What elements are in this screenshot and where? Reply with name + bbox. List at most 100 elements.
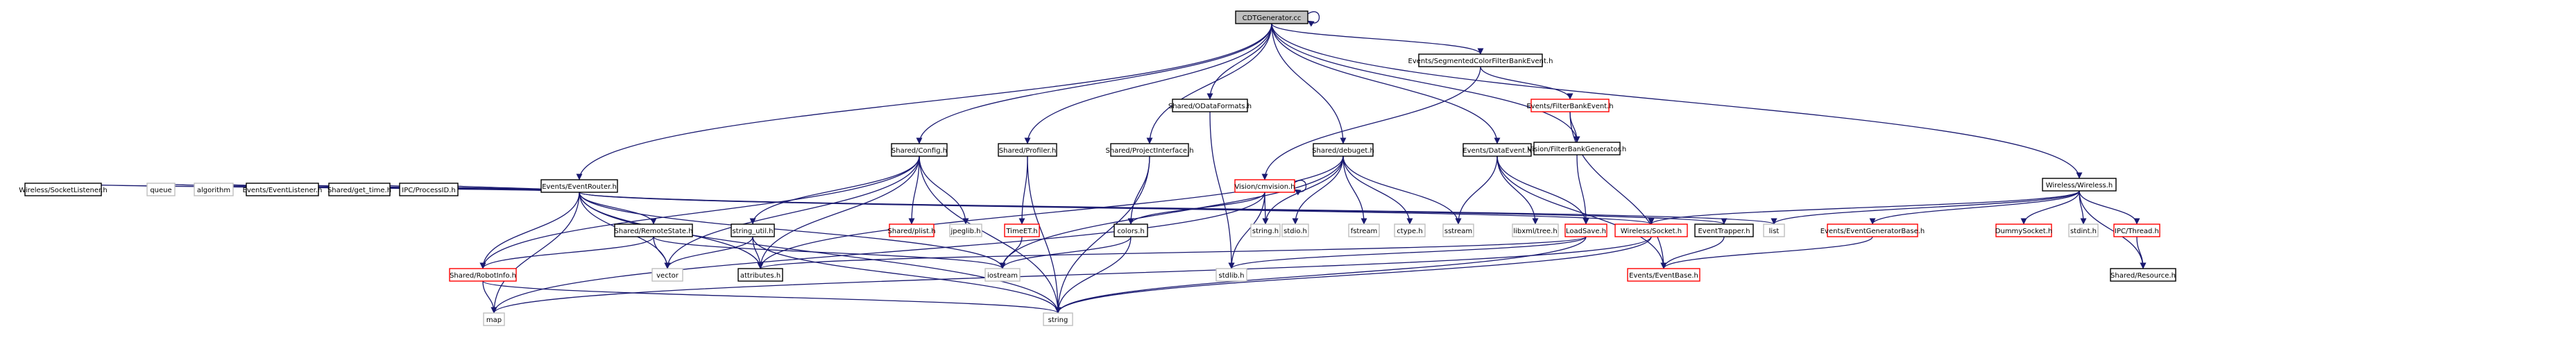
node-label: Shared/ODataFormats.h bbox=[1168, 103, 1252, 110]
node-box bbox=[2042, 178, 2117, 192]
node-label: ctype.h bbox=[1397, 228, 1422, 235]
edge-remotestate-to-robotinfo bbox=[479, 236, 654, 269]
node-profiler[interactable]: Shared/Profiler.h bbox=[998, 143, 1057, 157]
node-map[interactable]: map bbox=[483, 312, 505, 326]
node-vector[interactable]: vector bbox=[651, 268, 683, 282]
edge-evrouter-to-list bbox=[579, 192, 1777, 225]
node-colors[interactable]: colors.h bbox=[1114, 223, 1148, 237]
node-label: stdio.h bbox=[1283, 228, 1307, 235]
node-stringh[interactable]: string.h bbox=[1250, 223, 1281, 237]
node-label: Shared/plist.h bbox=[887, 228, 935, 235]
edge-remotestate-to-iostream bbox=[653, 236, 1006, 269]
node-label: Wireless/Wireless.h bbox=[2046, 182, 2113, 189]
edge-wsocket-to-map bbox=[491, 236, 1652, 314]
node-label: iostream bbox=[987, 272, 1018, 280]
node-box bbox=[1235, 10, 1308, 24]
node-label: queue bbox=[150, 187, 171, 194]
node-evlistener[interactable]: Events/EventListener.h bbox=[243, 183, 323, 196]
node-evtrapper[interactable]: EventTrapper.h bbox=[1694, 223, 1754, 237]
node-box bbox=[1043, 312, 1073, 326]
edge-robotinfo-to-map bbox=[482, 280, 497, 314]
node-label: Wireless/Socket.h bbox=[1621, 228, 1682, 235]
node-label: Vision/FilterBankGenerator.h bbox=[1528, 146, 1626, 153]
node-dataevent[interactable]: Events/DataEvent.h bbox=[1462, 143, 1532, 157]
node-algorithm[interactable]: algorithm bbox=[194, 183, 234, 196]
node-plist[interactable]: Shared/plist.h bbox=[887, 223, 936, 237]
node-box bbox=[1348, 223, 1380, 237]
node-odata[interactable]: Shared/ODataFormats.h bbox=[1168, 99, 1252, 112]
edge-wireless-to-ipcthread bbox=[2079, 190, 2140, 225]
node-debuget[interactable]: Shared/debuget.h bbox=[1312, 143, 1374, 157]
edge-segcfb-to-filterbankevent bbox=[1480, 66, 1573, 100]
node-layer: CDTGenerator.ccEvents/SegmentedColorFilt… bbox=[19, 10, 2176, 326]
node-queue[interactable]: queue bbox=[146, 183, 176, 196]
edge-debuget-to-sstream bbox=[1342, 155, 1462, 225]
node-gettime[interactable]: Shared/get_time.h bbox=[327, 183, 391, 196]
node-label: colors.h bbox=[1117, 228, 1144, 235]
node-string[interactable]: string bbox=[1043, 312, 1073, 326]
edge-loadsave-to-string bbox=[1055, 236, 1587, 314]
node-box bbox=[737, 268, 783, 282]
node-wireless[interactable]: Wireless/Wireless.h bbox=[2042, 178, 2117, 192]
edge-evrouter-to-robotinfo bbox=[479, 192, 580, 269]
node-stdint[interactable]: stdint.h bbox=[2068, 223, 2099, 237]
node-shconfig[interactable]: Shared/Config.h bbox=[891, 143, 948, 157]
edge-fbgen-to-loadsave bbox=[1576, 154, 1589, 225]
edge-evrouter-to-iostream bbox=[579, 192, 1006, 269]
node-box bbox=[889, 223, 935, 237]
node-label: Wireless/SocketListener.h bbox=[19, 187, 108, 194]
node-stdioh[interactable]: stdio.h bbox=[1281, 223, 1309, 237]
node-evgenbase[interactable]: Events/EventGeneratorBase.h bbox=[1820, 223, 1925, 237]
node-sstream[interactable]: sstream bbox=[1442, 223, 1474, 237]
edge-layer bbox=[60, 11, 2147, 314]
node-remotestate[interactable]: Shared/RemoteState.h bbox=[614, 223, 693, 237]
node-ctype[interactable]: ctype.h bbox=[1394, 223, 1426, 237]
node-label: Events/EventListener.h bbox=[243, 187, 323, 194]
node-iostream[interactable]: iostream bbox=[984, 268, 1021, 282]
node-box bbox=[2110, 268, 2176, 282]
node-resource[interactable]: Shared/Resource.h bbox=[2110, 268, 2176, 282]
node-robotinfo[interactable]: Shared/RobotInfo.h bbox=[449, 268, 517, 282]
node-libxml[interactable]: libxml/tree.h bbox=[1512, 223, 1559, 237]
edge-wireless-to-wsocket bbox=[1648, 190, 2080, 225]
node-attributes[interactable]: attributes.h bbox=[737, 268, 783, 282]
node-projiface[interactable]: Shared/ProjectInterface.h bbox=[1105, 143, 1194, 157]
node-label: sstream bbox=[1444, 228, 1472, 235]
node-ipcthread[interactable]: IPC/Thread.h bbox=[2113, 223, 2160, 237]
node-timeet[interactable]: TimeET.h bbox=[1004, 223, 1040, 237]
node-stdlib[interactable]: stdlib.h bbox=[1216, 268, 1247, 282]
node-eventbase[interactable]: Events/EventBase.h bbox=[1627, 268, 1700, 282]
node-processid[interactable]: IPC/ProcessID.h bbox=[399, 183, 459, 196]
node-fbgen[interactable]: Vision/FilterBankGenerator.h bbox=[1528, 142, 1626, 155]
node-dummysocket[interactable]: DummySocket.h bbox=[1995, 223, 2052, 237]
node-label: jpeglib.h bbox=[950, 228, 980, 235]
edge-debuget-to-attributes bbox=[757, 155, 1344, 269]
node-evrouter[interactable]: Events/EventRouter.h bbox=[540, 179, 618, 193]
node-filterbankevent[interactable]: Events/FilterBankEvent.h bbox=[1526, 99, 1614, 112]
node-root[interactable]: CDTGenerator.cc bbox=[1235, 10, 1308, 24]
node-label: DummySocket.h bbox=[1995, 228, 2052, 235]
node-loadsave[interactable]: LoadSave.h bbox=[1564, 223, 1607, 237]
node-fstream[interactable]: fstream bbox=[1348, 223, 1380, 237]
node-box bbox=[651, 268, 683, 282]
node-cmvision[interactable]: Vision/cmvision.h bbox=[1234, 179, 1295, 193]
node-label: LoadSave.h bbox=[1566, 228, 1606, 235]
node-stringutil[interactable]: string_util.h bbox=[731, 223, 775, 237]
node-label: stdint.h bbox=[2070, 228, 2097, 235]
node-box bbox=[1442, 223, 1474, 237]
edge-projiface-to-colors bbox=[1127, 155, 1150, 225]
node-box bbox=[194, 183, 234, 196]
node-socklistener[interactable]: Wireless/SocketListener.h bbox=[19, 183, 108, 196]
edge-debuget-to-ctype bbox=[1342, 155, 1413, 225]
node-box bbox=[328, 183, 391, 196]
edge-wireless-to-dummysocket bbox=[2020, 190, 2080, 225]
node-segcfb[interactable]: Events/SegmentedColorFilterBankEvent.h bbox=[1408, 53, 1553, 67]
node-list[interactable]: list bbox=[1763, 223, 1785, 237]
edge-root-to-dataevent bbox=[1271, 23, 1501, 144]
edge-evrouter-to-wsocket bbox=[579, 192, 1654, 225]
edge-projiface-to-string bbox=[1055, 155, 1150, 314]
node-box bbox=[483, 312, 505, 326]
edge-dataevent-to-libxml bbox=[1496, 155, 1539, 225]
node-jpeglib[interactable]: jpeglib.h bbox=[949, 223, 982, 237]
node-wsocket[interactable]: Wireless/Socket.h bbox=[1614, 223, 1688, 237]
